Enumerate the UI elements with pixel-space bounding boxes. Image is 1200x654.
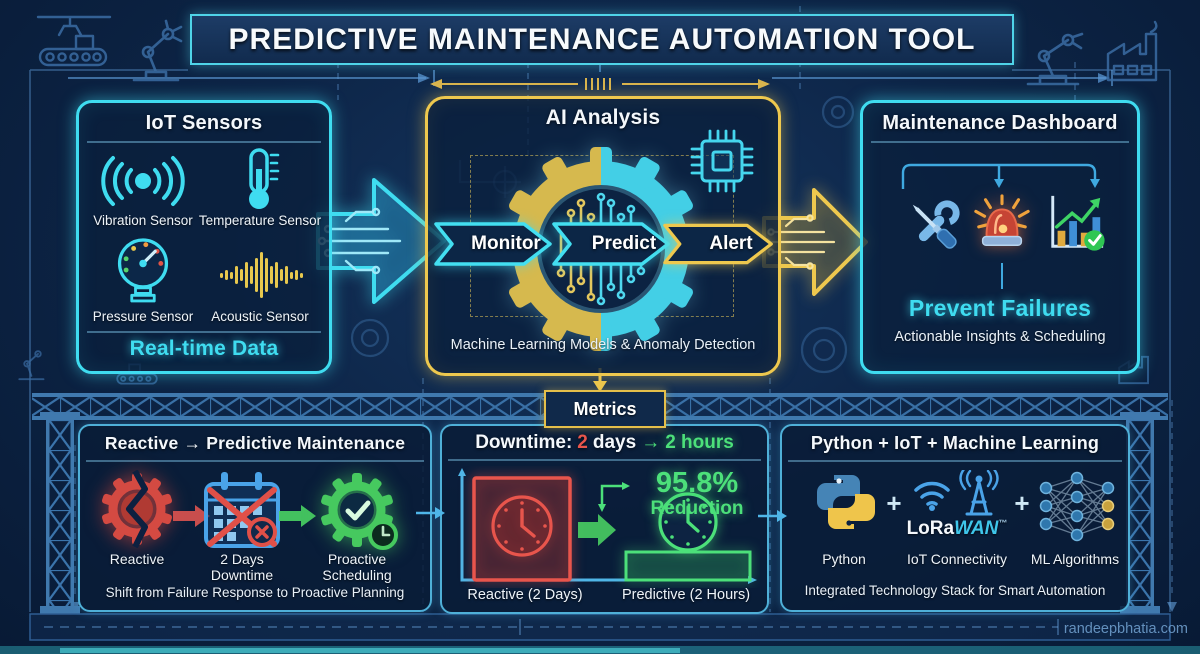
monitor-chevron xyxy=(434,222,552,266)
plus-separator: + xyxy=(886,488,902,518)
bar-label-reactive: Reactive (2 Days) xyxy=(467,587,583,603)
red-arrow-icon xyxy=(173,505,210,527)
shift-item-label: Reactive xyxy=(109,551,165,567)
predict-chevron xyxy=(552,222,670,266)
lorawan-prefix: LoRa xyxy=(906,518,955,539)
connector-line xyxy=(1001,263,1003,289)
downtime-from-value: 2 xyxy=(577,432,588,453)
alarm-icon xyxy=(974,194,1030,247)
shift-panel-caption: Shift from Failure Response to Proactive… xyxy=(105,585,405,600)
sensor-label: Temperature Sensor xyxy=(198,213,322,228)
downtime-panel: Downtime: 2 days → 2 hours xyxy=(440,424,769,614)
thermometer-icon xyxy=(249,148,280,209)
downtime-arrow: → xyxy=(641,432,661,453)
ai-analysis-panel: AI Analysis xyxy=(425,96,781,376)
page-title: PREDICTIVE MAINTENANCE AUTOMATION TOOL xyxy=(228,22,976,56)
sensor-label: Pressure Sensor xyxy=(92,309,194,324)
shift-panel: Reactive → Predictive Maintenance xyxy=(78,424,432,612)
tech-stack-panel: Python + IoT + Machine Learning + LoRaWA… xyxy=(780,424,1130,612)
neural-network-icon xyxy=(1039,471,1115,542)
lorawan-tm: ™ xyxy=(998,518,1008,528)
bracket-connector-icon xyxy=(901,163,1100,189)
dashboard-panel-title: Maintenance Dashboard xyxy=(882,112,1118,134)
chip-icon xyxy=(690,129,754,193)
lorawan-suffix: WAN xyxy=(954,518,999,539)
reduction-label: Reduction xyxy=(650,498,744,519)
downtime-to-value: 2 hours xyxy=(665,432,734,453)
downtime-title-label: Downtime: xyxy=(475,432,573,453)
connector-shift-to-downtime-icon xyxy=(416,507,445,519)
stack-item-label: ML Algorithms xyxy=(1030,551,1120,567)
maintenance-dashboard-panel: Maintenance Dashboard xyxy=(860,100,1140,374)
divider xyxy=(871,141,1129,143)
waveform-icon xyxy=(220,252,303,298)
step-label-alert: Alert xyxy=(709,233,753,254)
metrics-tag: Metrics xyxy=(544,390,666,428)
vibration-icon xyxy=(101,156,185,206)
stack-panel-caption: Integrated Technology Stack for Smart Au… xyxy=(804,583,1106,598)
plus-separator: + xyxy=(1014,488,1030,518)
alert-chevron xyxy=(663,223,773,265)
robot-arm-icon xyxy=(1026,32,1084,86)
sensor-label: Acoustic Sensor xyxy=(211,309,309,324)
page-title-banner: PREDICTIVE MAINTENANCE AUTOMATION TOOL xyxy=(190,14,1014,65)
dashboard-headline: Prevent Failures xyxy=(908,295,1092,321)
analytics-chart-icon xyxy=(1051,195,1105,251)
green-arrow-icon xyxy=(279,505,316,527)
divider xyxy=(788,460,1122,462)
robot-arm-icon xyxy=(18,350,45,381)
shift-panel-title: Reactive → Predictive Maintenance xyxy=(104,433,406,453)
lorawan-logo: LoRaWAN™ xyxy=(900,518,1014,540)
predictive-bar xyxy=(624,492,752,582)
stack-panel-title: Python + IoT + Machine Learning xyxy=(810,433,1100,453)
connector-downtime-to-stack-icon xyxy=(758,510,787,522)
gear-check-icon xyxy=(321,473,398,550)
step-label-predict: Predict xyxy=(591,233,657,254)
metrics-label: Metrics xyxy=(573,398,637,419)
factory-icon xyxy=(1106,20,1158,82)
downtime-chart xyxy=(458,468,757,584)
stack-item-label: IoT Connectivity xyxy=(906,551,1008,567)
divider xyxy=(86,460,424,462)
divider xyxy=(448,459,761,461)
divider xyxy=(87,141,321,143)
stack-item-label: Python xyxy=(822,551,866,567)
pressure-gauge-icon xyxy=(117,238,169,303)
robot-arm-icon xyxy=(132,19,183,82)
python-logo-icon xyxy=(817,475,875,529)
tools-icon xyxy=(912,200,960,249)
conveyor-icon xyxy=(36,15,112,67)
iot-panel-title: IoT Sensors xyxy=(145,112,263,134)
downtime-title: Downtime: 2 days → 2 hours xyxy=(442,432,767,454)
sensor-label: Vibration Sensor xyxy=(93,213,193,228)
watermark: randeepbhatia.com xyxy=(1063,621,1188,637)
iot-panel-footer: Real-time Data xyxy=(129,337,279,360)
broken-gear-icon xyxy=(101,470,173,548)
wifi-icon xyxy=(914,481,950,511)
bar-label-predictive: Predictive (2 Hours) xyxy=(621,587,751,603)
downtime-days-word: days xyxy=(592,432,637,453)
ai-panel-caption: Machine Learning Models & Anomaly Detect… xyxy=(450,337,756,353)
dashboard-caption: Actionable Insights & Scheduling xyxy=(894,329,1106,345)
ai-panel-title: AI Analysis xyxy=(545,106,661,129)
iot-sensors-panel: IoT Sensors Vibration Sensor Temperature… xyxy=(76,100,332,374)
calendar-x-icon xyxy=(204,472,280,548)
reduction-value: 95.8% xyxy=(655,467,739,499)
antenna-icon xyxy=(959,470,999,516)
reactive-bar xyxy=(472,476,572,582)
divider xyxy=(87,331,321,333)
step-label-monitor: Monitor xyxy=(471,233,541,254)
